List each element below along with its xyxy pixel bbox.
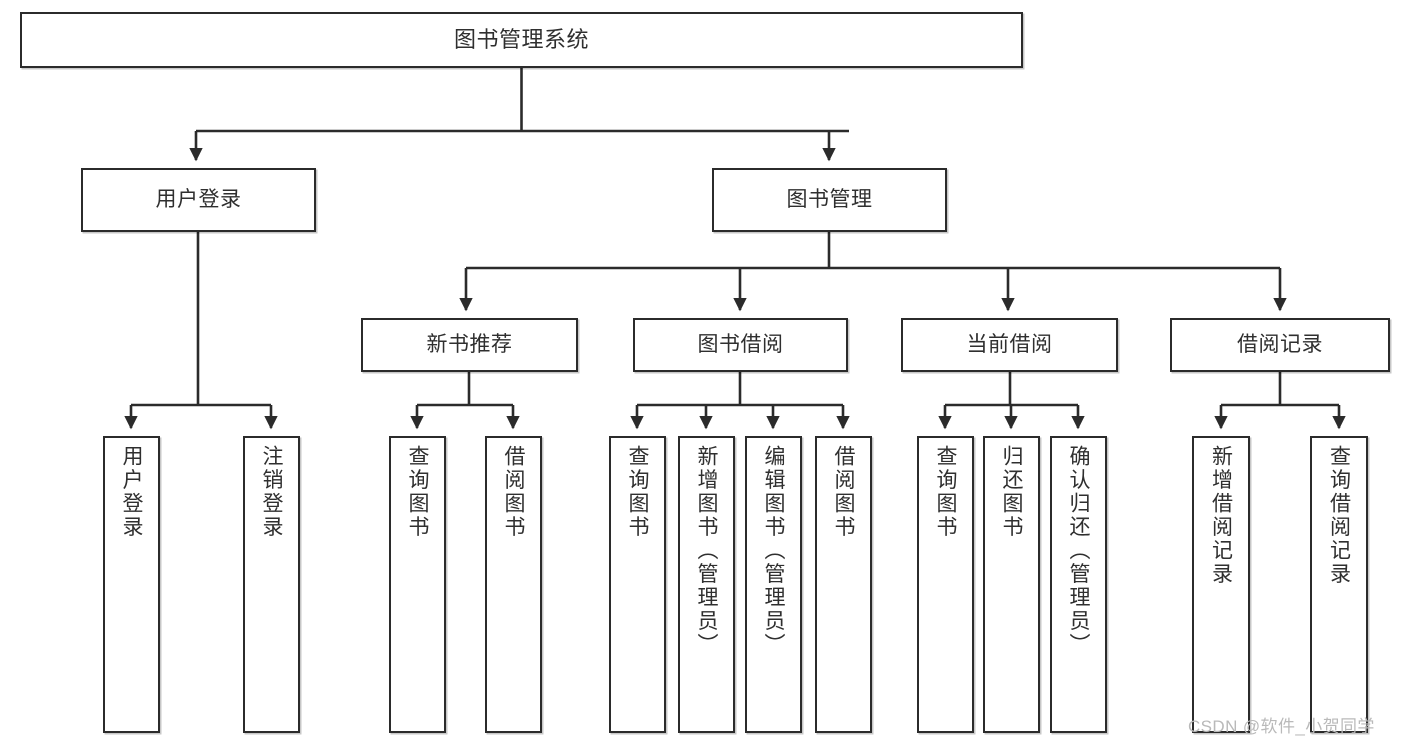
leaf-edit-book[interactable]: 编辑图书（管理员） [745,436,802,733]
leaf-query-book-1-label: 查询图书 [406,445,429,539]
node-root-label: 图书管理系统 [453,27,589,53]
leaf-query-record-label: 查询借阅记录 [1327,445,1351,586]
leaf-logout-login-label: 注销登录 [260,445,283,539]
leaf-return-book-label: 归还图书 [1000,445,1023,539]
node-current-borrow[interactable]: 当前借阅 [901,318,1118,372]
leaf-logout-login[interactable]: 注销登录 [243,436,300,733]
leaf-confirm-return[interactable]: 确认归还（管理员） [1050,436,1107,733]
leaf-borrow-book-1-label: 借阅图书 [502,445,525,539]
leaf-add-record[interactable]: 新增借阅记录 [1192,436,1250,733]
node-root[interactable]: 图书管理系统 [20,12,1023,68]
leaf-edit-book-label: 编辑图书（管理员） [762,445,785,657]
leaf-query-book-3[interactable]: 查询图书 [917,436,974,733]
node-book-manage-label: 图书管理 [786,187,873,211]
node-book-borrow[interactable]: 图书借阅 [633,318,848,372]
node-new-book-recommend-label: 新书推荐 [426,332,513,356]
leaf-borrow-book-2[interactable]: 借阅图书 [815,436,872,733]
node-book-borrow-label: 图书借阅 [697,332,784,356]
leaf-query-book-2-label: 查询图书 [626,445,649,539]
node-new-book-recommend[interactable]: 新书推荐 [361,318,578,372]
csdn-watermark: CSDN @软件_小贺同学 [1188,717,1375,736]
node-user-login[interactable]: 用户登录 [81,168,316,232]
leaf-query-record[interactable]: 查询借阅记录 [1310,436,1368,733]
leaf-query-book-2[interactable]: 查询图书 [609,436,666,733]
leaf-borrow-book-1[interactable]: 借阅图书 [485,436,542,733]
leaf-return-book[interactable]: 归还图书 [983,436,1040,733]
node-borrow-record-label: 借阅记录 [1237,332,1323,356]
leaf-add-book-label: 新增图书（管理员） [695,445,718,657]
node-borrow-record[interactable]: 借阅记录 [1170,318,1390,372]
leaf-borrow-book-2-label: 借阅图书 [832,445,855,539]
leaf-user-login[interactable]: 用户登录 [103,436,160,733]
leaf-add-record-label: 新增借阅记录 [1209,445,1233,586]
leaf-user-login-label: 用户登录 [120,445,143,539]
leaf-query-book-3-label: 查询图书 [934,445,957,539]
node-current-borrow-label: 当前借阅 [966,332,1053,356]
leaf-query-book-1[interactable]: 查询图书 [389,436,446,733]
leaf-add-book[interactable]: 新增图书（管理员） [678,436,735,733]
node-user-login-label: 用户登录 [155,187,242,211]
leaf-confirm-return-label: 确认归还（管理员） [1067,445,1090,657]
node-book-manage[interactable]: 图书管理 [712,168,947,232]
